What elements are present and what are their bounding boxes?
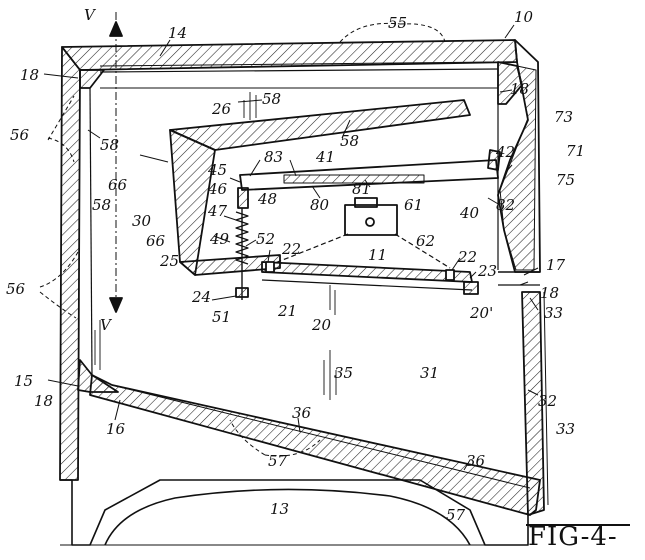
label-55: 55 <box>388 14 407 32</box>
label-81: 81 <box>352 180 371 198</box>
label-57-lower: 57 <box>446 506 466 524</box>
label-20-prime: 20' <box>469 304 493 322</box>
label-58-shelf: 58 <box>340 132 359 150</box>
label-45: 45 <box>207 161 227 179</box>
label-16: 16 <box>106 420 126 438</box>
left-corner-bracket <box>79 69 105 89</box>
evaporator-inner-core <box>283 174 425 184</box>
label-66-lower: 66 <box>146 232 166 250</box>
figure-label: FIG-4- <box>526 522 630 552</box>
label-47: 47 <box>207 202 228 220</box>
label-36-lower: 36 <box>466 452 486 470</box>
evaporator-lower-edge <box>241 177 499 191</box>
suspension-line-right <box>394 233 451 269</box>
drip-tray <box>261 261 473 283</box>
label-17: 17 <box>546 256 566 274</box>
label-35: 35 <box>334 364 353 382</box>
adjusting-nut <box>235 287 249 298</box>
label-61: 61 <box>404 196 423 214</box>
dashed-leaders <box>39 22 446 457</box>
label-23: 23 <box>477 262 497 280</box>
label-66-upper: 66 <box>108 176 128 194</box>
suspension-line-left <box>269 233 349 266</box>
right-lower-door <box>521 291 545 516</box>
label-18-lower-left: 18 <box>34 392 53 410</box>
label-52: 52 <box>256 230 275 248</box>
label-18-upper-left: 18 <box>20 66 39 84</box>
label-56-upper: 56 <box>10 126 30 144</box>
label-80: 80 <box>310 196 330 214</box>
label-section-mark-bottom: V <box>100 316 113 334</box>
label-82: 82 <box>496 196 515 214</box>
tray-lower-edge <box>261 279 473 291</box>
label-40: 40 <box>459 204 480 222</box>
label-25: 25 <box>159 252 179 270</box>
label-62: 62 <box>416 232 435 250</box>
label-18-upper-right: 18 <box>510 80 529 98</box>
right-lower-door-edge <box>543 291 549 506</box>
label-11: 11 <box>368 246 387 264</box>
label-48: 48 <box>257 190 277 208</box>
label-24: 24 <box>191 288 211 306</box>
hanger-post <box>237 187 249 209</box>
label-22-left: 22 <box>281 240 301 258</box>
figure-label-rule <box>526 524 630 526</box>
label-71: 71 <box>566 142 585 160</box>
label-36-upper: 36 <box>292 404 312 422</box>
tray-clip-right <box>445 269 455 281</box>
right-door-insulation <box>499 65 537 271</box>
label-32: 32 <box>538 392 557 410</box>
label-22-right: 22 <box>457 248 477 266</box>
label-33-lower: 33 <box>556 420 575 438</box>
label-21: 21 <box>277 302 297 320</box>
tray-clip-left <box>265 261 275 273</box>
solid-leaders <box>43 24 539 471</box>
label-18-right-partition: 18 <box>540 284 559 302</box>
thermostat-cap <box>354 197 378 208</box>
thermostat-knob <box>365 217 375 227</box>
base-arch <box>104 488 471 546</box>
label-10: 10 <box>514 8 534 26</box>
label-56-lower: 56 <box>6 280 26 298</box>
thermostat-box <box>344 204 398 236</box>
label-49: 49 <box>209 230 230 248</box>
tray-support-right <box>463 281 479 295</box>
label-75: 75 <box>556 171 575 189</box>
label-30: 30 <box>132 212 152 230</box>
section-arrow-top <box>109 21 123 37</box>
label-83: 83 <box>264 148 283 166</box>
figure-label-text: FIG-4- <box>528 522 618 552</box>
label-41: 41 <box>315 148 335 166</box>
sloped-floor-top-lining <box>111 384 531 489</box>
compartment-shading <box>94 92 337 400</box>
label-58-wall: 58 <box>92 196 111 214</box>
label-20: 20 <box>311 316 332 334</box>
label-15: 15 <box>14 372 33 390</box>
label-13: 13 <box>270 500 289 518</box>
top-inner-lining <box>99 68 499 73</box>
section-arrow-bottom <box>109 297 123 313</box>
label-58-upper-left: 58 <box>100 136 119 154</box>
right-corner-bracket <box>497 61 523 105</box>
left-inner-lining <box>89 87 93 376</box>
label-33-upper: 33 <box>544 304 563 322</box>
top-insulation-strip <box>99 61 499 67</box>
label-58-top: 58 <box>262 90 281 108</box>
label-51: 51 <box>212 308 231 326</box>
label-section-mark-top: V <box>84 6 97 24</box>
label-31: 31 <box>420 364 439 382</box>
label-42: 42 <box>495 143 515 161</box>
label-26: 26 <box>211 100 232 118</box>
label-73: 73 <box>554 108 573 126</box>
label-14: 14 <box>168 24 187 42</box>
label-46: 46 <box>207 180 228 198</box>
label-57-upper: 57 <box>268 452 288 470</box>
evaporator-bracket <box>487 149 501 171</box>
